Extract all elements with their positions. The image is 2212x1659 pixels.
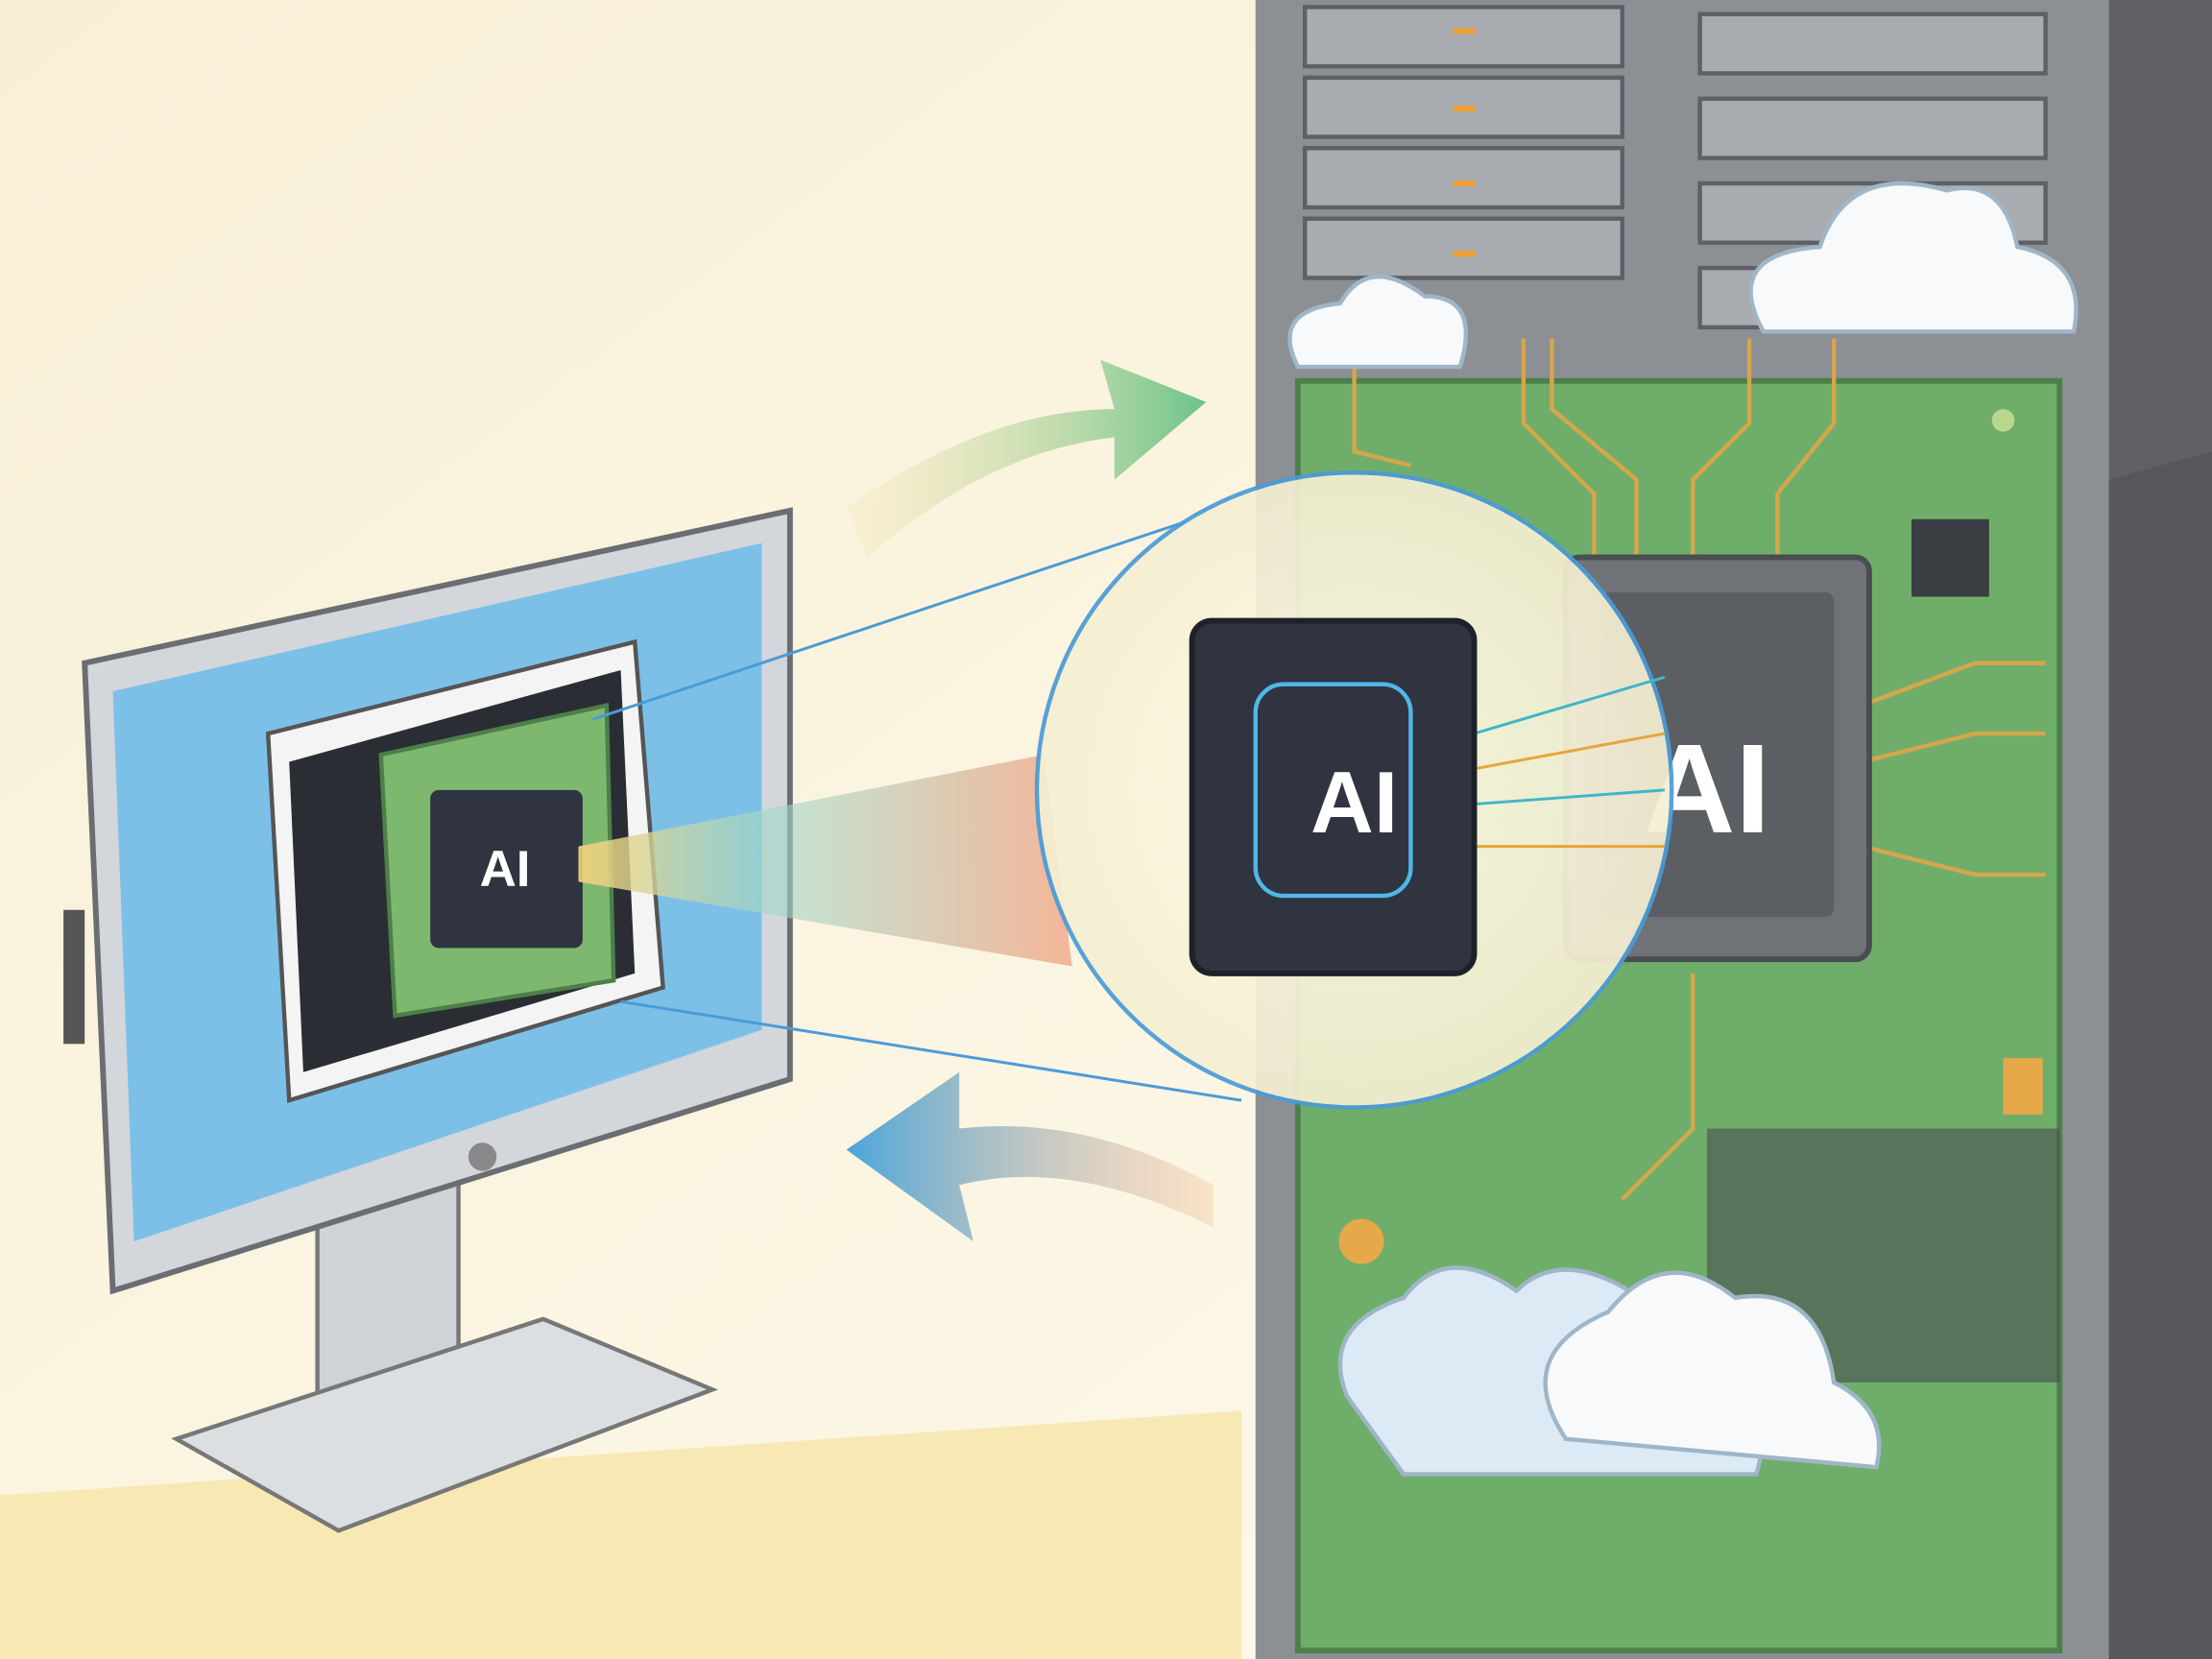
data-beam	[578, 755, 1072, 967]
cloud-icon	[1748, 180, 2079, 334]
cloud-icon	[1287, 275, 1469, 370]
download-arrow-icon	[846, 1071, 1214, 1242]
magnified-chip-label: AI	[1310, 755, 1398, 852]
floor-light	[0, 1410, 1242, 1659]
power-button	[468, 1142, 497, 1171]
cloud-icons	[1287, 180, 2079, 1477]
upload-arrow-icon	[846, 359, 1207, 558]
magnifier-lens: AI	[1034, 470, 1674, 1110]
monitor-chip-label: AI	[480, 841, 531, 898]
cloud-icon	[1543, 1270, 1882, 1470]
